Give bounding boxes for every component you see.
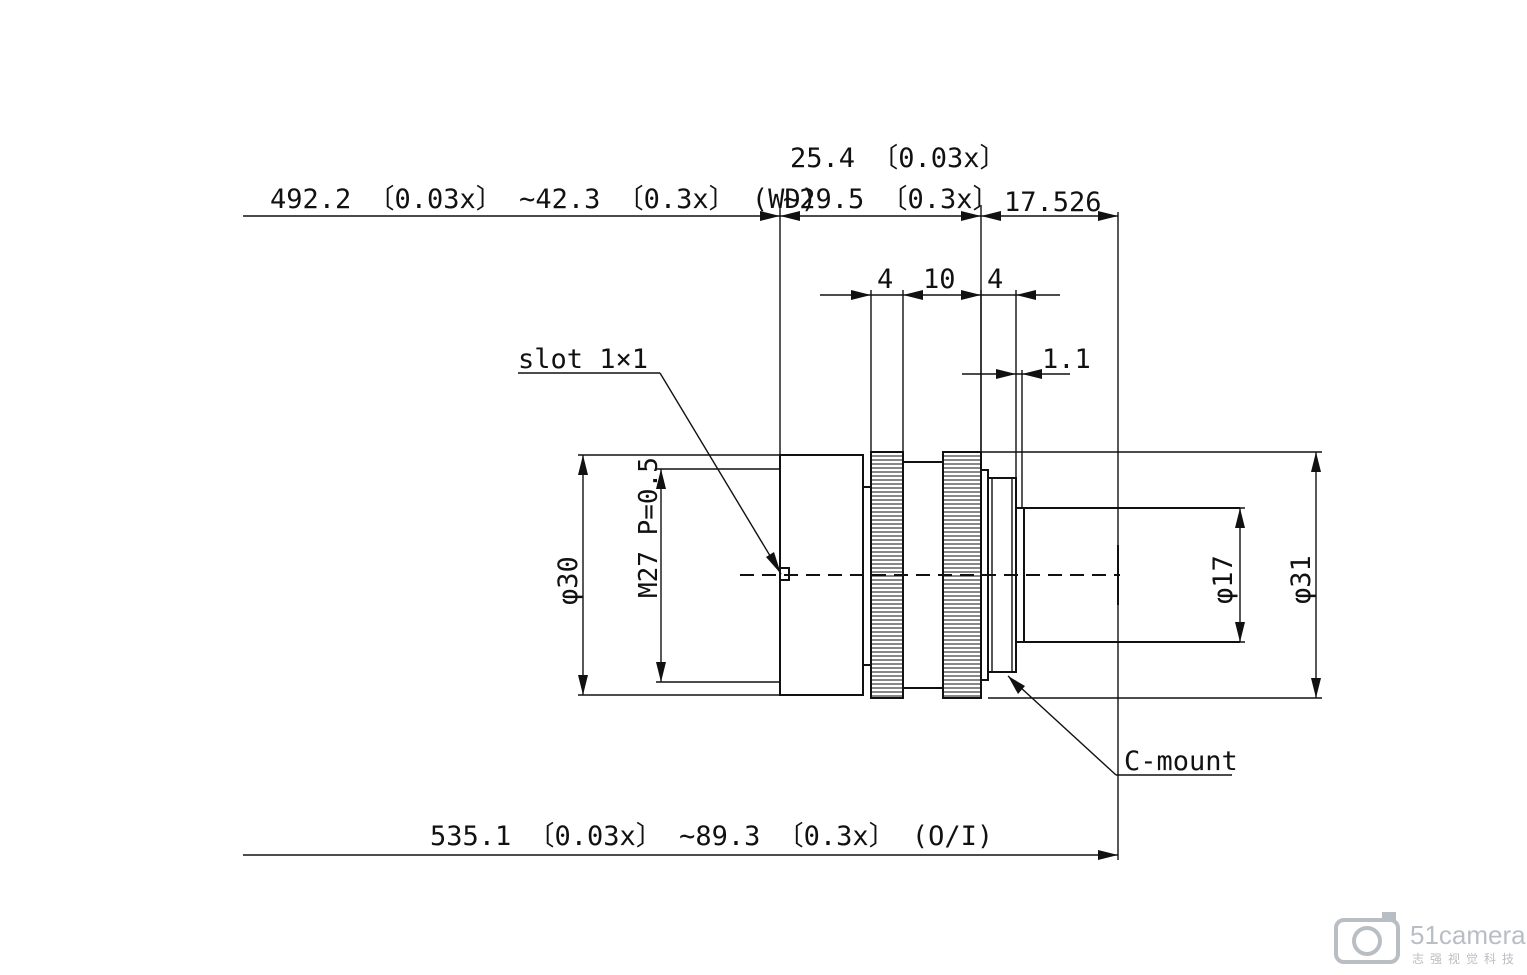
- c-mount-callout-label: C-mount: [1124, 746, 1238, 777]
- phi31-label: φ31: [1286, 555, 1317, 604]
- gap-width-label: 10: [923, 264, 956, 295]
- length-025x-label: 25.4 〔0.03x〕: [790, 143, 1007, 174]
- camera-logo-icon: [1334, 918, 1400, 964]
- phi30-label: φ30: [553, 556, 584, 605]
- wd-dimension-label: 492.2 〔0.03x〕 ∼42.3 〔0.3x〕 (WD): [270, 184, 817, 215]
- leaders: [518, 372, 1232, 776]
- thread-spec-label: M27 P=0.5: [634, 457, 664, 598]
- watermark-logo: 51camera 志强视觉科技: [1334, 912, 1526, 966]
- length-03x-label: ∼29.5 〔0.3x〕: [783, 184, 1000, 215]
- slot-notch: [780, 567, 790, 581]
- barrel-sleeve: [862, 486, 872, 666]
- phi17-label: φ17: [1208, 555, 1239, 604]
- brand-name: 51camera: [1410, 920, 1526, 950]
- extension-lines: [578, 205, 1322, 860]
- iris-ring-knurl: [943, 455, 981, 697]
- slot-callout-label: slot 1×1: [518, 344, 648, 375]
- focus-ring-knurl: [871, 455, 903, 697]
- mount-step-label: 1.1: [1042, 344, 1091, 375]
- brand-tagline: 志强视觉科技: [1412, 951, 1520, 966]
- ring1-width-label: 4: [877, 264, 893, 295]
- dimension-lines: [243, 211, 1321, 860]
- ring2-width-label: 4: [987, 264, 1003, 295]
- oi-dimension-label: 535.1 〔0.03x〕 ∼89.3 〔0.3x〕 (O/I): [430, 821, 993, 852]
- flange-distance-label: 17.526: [1004, 187, 1102, 218]
